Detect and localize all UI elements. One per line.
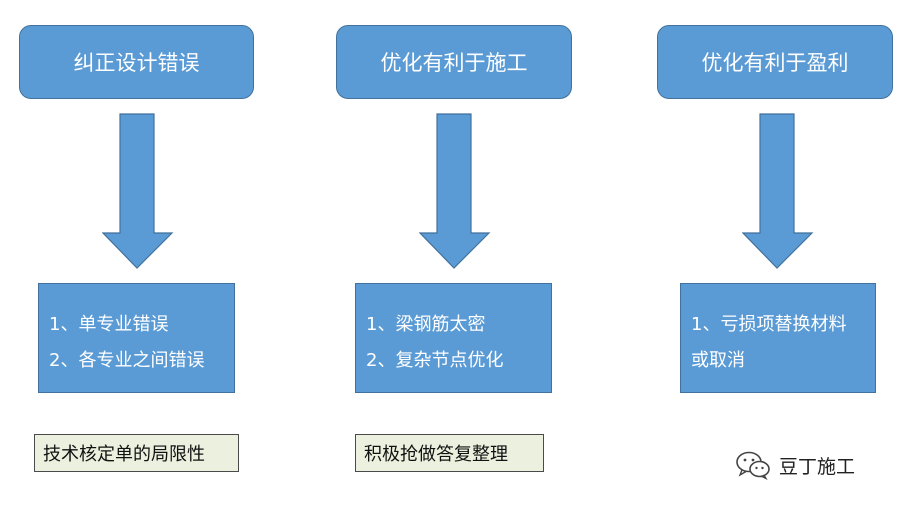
- detail-item: 2、复杂节点优化: [366, 350, 504, 371]
- note-text: 技术核定单的局限性: [43, 444, 205, 465]
- detail-box-design-errors: 1、单专业错误 2、各专业之间错误: [38, 283, 235, 393]
- detail-item: 1、单专业错误: [49, 314, 169, 335]
- header-label: 优化有利于盈利: [701, 51, 849, 75]
- header-box-optimize-construction: 优化有利于施工: [336, 25, 572, 99]
- detail-item: 或取消: [691, 350, 745, 371]
- watermark-logo: 豆丁施工: [735, 448, 855, 482]
- note-box: 技术核定单的局限性: [34, 434, 239, 472]
- down-arrow-icon: [742, 113, 814, 269]
- header-box-correct-design-errors: 纠正设计错误: [19, 25, 254, 99]
- header-box-optimize-profit: 优化有利于盈利: [657, 25, 893, 99]
- detail-box-construction: 1、梁钢筋太密 2、复杂节点优化: [355, 283, 552, 393]
- detail-item: 1、亏损项替换材料: [691, 314, 847, 335]
- header-label: 优化有利于施工: [380, 51, 528, 75]
- note-box: 积极抢做答复整理: [355, 434, 544, 472]
- wechat-icon: [736, 451, 770, 480]
- header-label: 纠正设计错误: [73, 51, 200, 75]
- logo-text: 豆丁施工: [779, 455, 856, 478]
- detail-box-profit: 1、亏损项替换材料 或取消: [680, 283, 876, 393]
- down-arrow-icon: [419, 113, 491, 269]
- note-text: 积极抢做答复整理: [364, 444, 508, 465]
- down-arrow-icon: [102, 113, 174, 269]
- detail-item: 1、梁钢筋太密: [366, 314, 486, 335]
- detail-item: 2、各专业之间错误: [49, 350, 205, 371]
